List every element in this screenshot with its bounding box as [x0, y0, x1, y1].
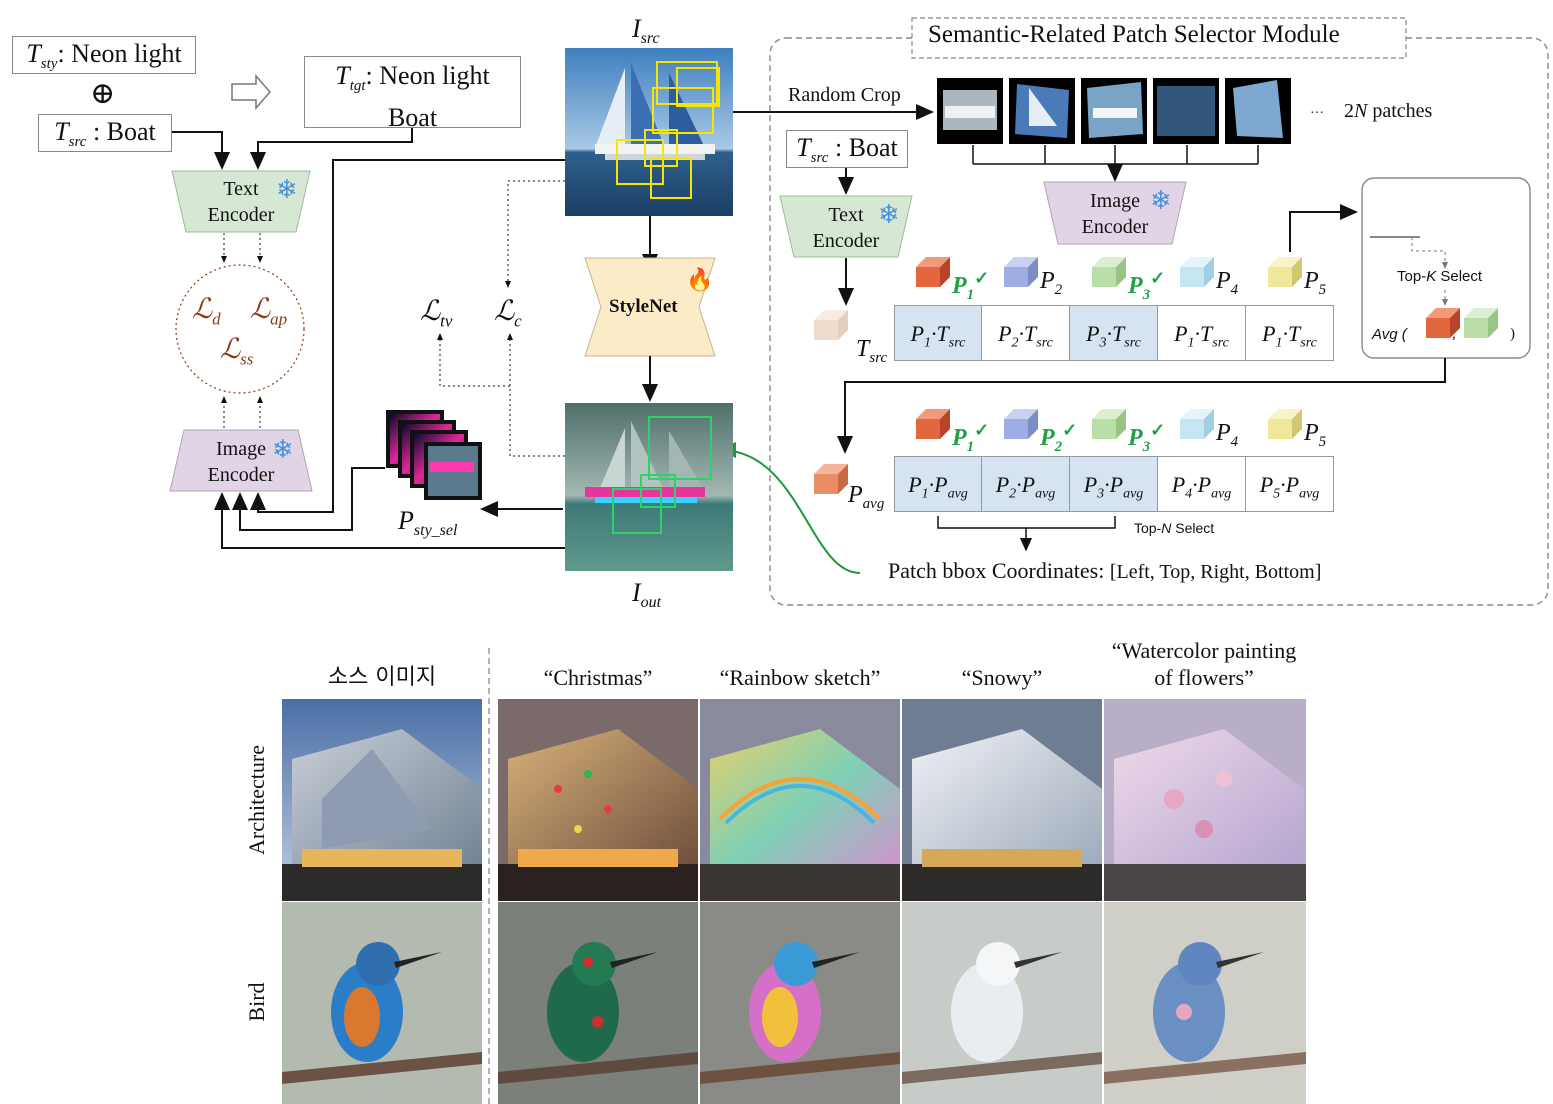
- avg-close: ): [1510, 326, 1515, 342]
- row1-cell-3: P3·Tsrc: [1069, 305, 1158, 361]
- image-encoder: Image Encoder: [207, 438, 275, 486]
- output-image: [565, 403, 733, 571]
- row2-label-p2: P2✓: [1040, 420, 1078, 455]
- row2-label-p5: P5: [1304, 420, 1327, 450]
- row2-side-label: Pavg: [848, 482, 885, 512]
- row1-label-p4: P4: [1216, 268, 1239, 298]
- column-header-watercolor: “Watercolor painting of flowers”: [1111, 638, 1297, 690]
- fire-icon: 🔥: [686, 268, 714, 293]
- row2-label-p1: P1✓: [952, 420, 990, 455]
- selected-patches-stack: [386, 410, 482, 500]
- module-text-encoder-shape: [779, 195, 913, 258]
- row2-cubes: [814, 409, 1302, 494]
- bird-images: [282, 902, 1306, 1104]
- loss-d: ℒd: [192, 294, 221, 329]
- text-encoder-shape: [171, 170, 311, 233]
- loss-ss: ℒss: [220, 334, 254, 369]
- module-source-text-box: Tsrc : Boat: [786, 130, 908, 168]
- image-encoder-shape: [169, 429, 313, 492]
- row1-label-p5: P5: [1304, 268, 1327, 298]
- row2-cell-3: P3·Pavg: [1069, 456, 1158, 512]
- row1-cubes: [814, 257, 1302, 340]
- target-text-box: Ttgt: Neon light Boat: [304, 56, 521, 132]
- module-image-encoder: Image Encoder: [1081, 190, 1149, 238]
- row-label-bird: Bird: [244, 982, 269, 1022]
- topk-cubes: [1426, 308, 1498, 338]
- topn-label: Top-N Select: [1134, 520, 1215, 536]
- snowflake-icon: ❄: [276, 175, 298, 205]
- embedding-cubes: [814, 257, 1498, 494]
- text-encoder: Text Encoder: [207, 178, 275, 226]
- row1-label-p1: P1✓: [952, 268, 990, 303]
- row1-side-label: Tsrc: [856, 336, 888, 366]
- row1-label-p2: P2: [1040, 268, 1063, 298]
- bbox-coordinates: Patch bbox Coordinates: [Left, Top, Righ…: [888, 558, 1322, 583]
- column-header-snowy: “Snowy”: [961, 665, 1043, 690]
- stylenet-shape: [584, 257, 716, 357]
- column-header-christmas: “Christmas”: [543, 665, 653, 690]
- snowflake-icon: ❄: [878, 200, 900, 230]
- avg-comma: ,: [1452, 326, 1456, 342]
- module-text-encoder: Text Encoder: [812, 204, 880, 252]
- snowflake-icon: ❄: [272, 435, 294, 465]
- loss-circle: [175, 264, 305, 394]
- row2-cell-5: P5·Pavg: [1245, 456, 1334, 512]
- row1-cell-4: P1·Tsrc: [1157, 305, 1246, 361]
- loss-c: ℒc: [494, 296, 522, 331]
- row2-cell-4: P4·Pavg: [1157, 456, 1246, 512]
- i-src-label: Isrc: [632, 14, 660, 48]
- architecture-images: [282, 699, 1306, 901]
- row2-cell-2: P2·Pavg: [981, 456, 1070, 512]
- row1-cell-5: P1·Tsrc: [1245, 305, 1334, 361]
- column-separator: [488, 648, 490, 1104]
- loss-ap: ℒap: [250, 294, 288, 329]
- loss-tv: ℒtv: [420, 296, 453, 331]
- oplus-symbol: ⊕: [90, 77, 116, 110]
- module-title: Semantic-Related Patch Selector Module: [928, 21, 1340, 48]
- module-image-encoder-shape: [1043, 181, 1187, 245]
- avg-open: Avg (: [1372, 326, 1407, 343]
- column-header-rainbow: “Rainbow sketch”: [719, 665, 881, 690]
- row1-cell-2: P2·Tsrc: [981, 305, 1070, 361]
- patches-count-label: ··· 2N patches: [1310, 100, 1433, 122]
- hollow-arrow-icon: [231, 74, 271, 110]
- stylenet-label: StyleNet: [609, 296, 678, 317]
- source-text-box: Tsrc : Boat: [38, 114, 172, 152]
- column-header-source: 소스 이미지: [327, 665, 437, 690]
- row1-cell-1: P1·Tsrc: [894, 305, 982, 361]
- snowflake-icon: ❄: [1150, 186, 1172, 216]
- i-out-label: Iout: [632, 578, 662, 612]
- topk-label: Top-K Select: [1397, 268, 1483, 285]
- row1-label-p3: P3✓: [1128, 268, 1166, 303]
- row2-label-p4: P4: [1216, 420, 1239, 450]
- cropped-patches: [937, 78, 1291, 144]
- source-image: [565, 48, 733, 216]
- p-sty-sel-label: Psty_sel: [398, 506, 458, 540]
- row2-label-p3: P3✓: [1128, 420, 1166, 455]
- row-label-architecture: Architecture: [244, 745, 269, 855]
- style-text-box: Tsty: Neon light: [12, 36, 196, 74]
- row2-cell-1: P1·Pavg: [894, 456, 982, 512]
- random-crop-label: Random Crop: [788, 84, 901, 106]
